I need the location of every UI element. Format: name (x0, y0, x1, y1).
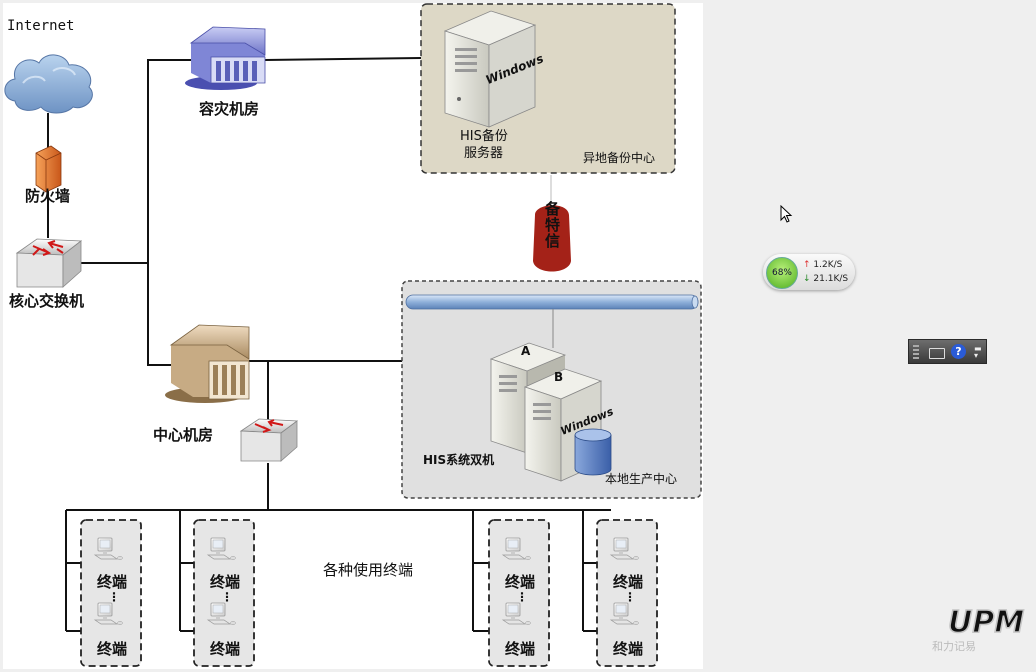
his-cluster-label: HIS系统双机 (423, 452, 494, 467)
bei-te-xin-seal: 备特信 (533, 200, 571, 272)
firewall-label: 防火墙 (25, 187, 70, 205)
terminal-label: 终端 (505, 573, 535, 591)
terminal-group-box (80, 519, 142, 667)
center-room-building-icon (165, 324, 250, 403)
network-diagram: Internet 防火墙 核心交换机 容灾机房 中心机房 (4, 3, 702, 667)
server-b-label: B (554, 370, 563, 384)
terminal-label: 终端 (210, 640, 240, 658)
his-backup-server-label-line2: 服务器 (464, 145, 503, 161)
center-room-label: 中心机房 (153, 426, 213, 444)
terminals-caption: 各种使用终端 (323, 561, 413, 579)
diagram-canvas: Internet 防火墙 核心交换机 容灾机房 中心机房 (3, 3, 703, 669)
terminal-group-box (193, 519, 255, 667)
terminal-label: 终端 (613, 640, 643, 658)
his-backup-server-label-line1: HIS备份 (460, 128, 508, 144)
core-switch-label: 核心交换机 (9, 292, 84, 310)
database-icon (574, 428, 612, 476)
local-production-zone: A Windows B HIS系统双机 本地生产中心 (401, 280, 702, 499)
firewall-icon (35, 145, 62, 193)
terminal-label: 终端 (505, 640, 535, 658)
dr-room-building-icon (185, 26, 266, 90)
terminal-label: 终端 (210, 573, 240, 591)
download-arrow-icon: ↓ (803, 274, 811, 284)
internet-label: Internet (7, 18, 74, 34)
terminal-group-box (488, 519, 550, 667)
download-speed: 21.1K/S (813, 274, 849, 284)
core-switch-icon (15, 238, 83, 288)
upm-logo-icon: UPM (947, 604, 1025, 641)
keyboard-icon[interactable] (929, 348, 945, 359)
upload-arrow-icon: ↑ (803, 260, 811, 270)
server-a-label: A (521, 344, 531, 358)
upm-watermark: UPM 和力记易 (928, 604, 1034, 653)
terminal-ellipsis: ⋮ (624, 590, 636, 604)
download-speed-row: ↓ 21.1K/S (803, 274, 848, 284)
link-trunk-rooms (147, 59, 191, 366)
seal-text: 备特信 (543, 200, 561, 249)
access-switch-icon (239, 418, 299, 462)
terminal-ellipsis: ⋮ (516, 590, 528, 604)
terminal-ellipsis: ⋮ (108, 590, 120, 604)
watermark-brand: UPM (948, 605, 1024, 638)
help-icon[interactable]: ? (951, 344, 966, 359)
terminal-label: 终端 (97, 573, 127, 591)
network-monitor-widget[interactable]: 68% ↑ 1.2K/S ↓ 21.1K/S (763, 254, 855, 290)
options-chevron-icon[interactable]: ▬▾ (974, 344, 982, 360)
data-bus-pipe (405, 294, 699, 310)
network-links (47, 57, 611, 511)
remote-backup-zone-label: 异地备份中心 (583, 150, 655, 165)
upload-speed: 1.2K/S (813, 260, 843, 270)
mouse-cursor-icon (780, 205, 793, 223)
local-production-zone-label: 本地生产中心 (605, 471, 677, 486)
internet-cloud-icon (4, 54, 93, 114)
terminal-label: 终端 (97, 640, 127, 658)
his-backup-server-icon: Windows (443, 10, 545, 128)
terminal-ellipsis: ⋮ (221, 590, 233, 604)
watermark-caption: 和力记易 (932, 640, 976, 653)
terminal-label: 终端 (613, 573, 643, 591)
usage-percent: 68% (766, 257, 798, 289)
language-bar[interactable]: ? ▬▾ (908, 339, 987, 364)
terminal-group-box (596, 519, 658, 667)
drag-grip-icon[interactable] (913, 345, 919, 359)
upload-speed-row: ↑ 1.2K/S (803, 260, 842, 270)
remote-backup-zone: Windows HIS备份 服务器 异地备份中心 (420, 3, 676, 174)
link-dr-remote (264, 57, 422, 61)
dr-room-label: 容灾机房 (198, 100, 259, 118)
